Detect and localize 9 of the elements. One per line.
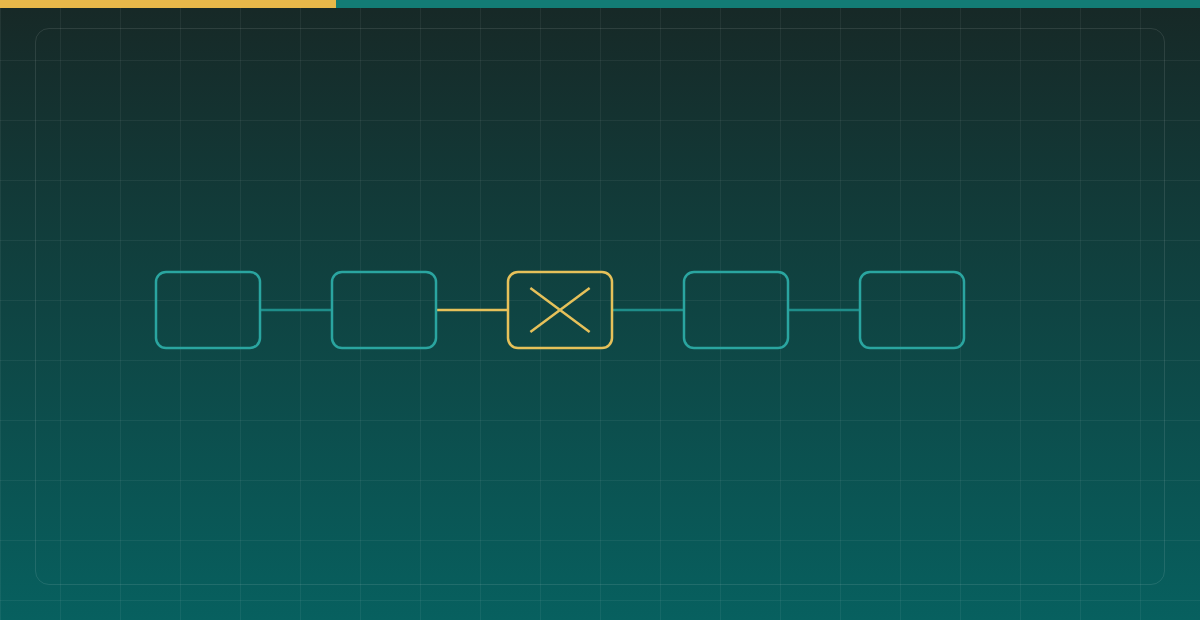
connector-line: [260, 308, 332, 312]
process-box: [858, 270, 966, 350]
process-box: [330, 270, 438, 350]
connector-line: [436, 308, 508, 312]
process-box: [682, 270, 790, 350]
connector-line: [788, 308, 860, 312]
process-box: [154, 270, 262, 350]
connector-line: [612, 308, 684, 312]
process-box: [506, 270, 614, 350]
